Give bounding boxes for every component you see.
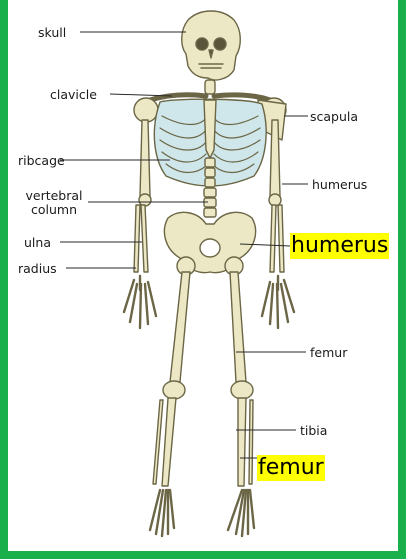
left-radius: [134, 205, 140, 272]
answer-box-humerus: humerus: [290, 233, 389, 259]
label-vertebral-column-line2: column: [22, 203, 86, 216]
right-foot: [228, 490, 254, 536]
label-skull: skull: [38, 26, 66, 39]
right-fibula: [249, 400, 253, 484]
label-ribcage: ribcage: [18, 154, 65, 167]
label-radius: radius: [18, 262, 57, 275]
label-vertebral-column-line1: vertebral: [22, 189, 86, 202]
pelvic-opening: [200, 239, 220, 257]
left-foot: [150, 490, 174, 536]
right-hand: [262, 276, 294, 328]
neck: [205, 80, 215, 94]
skull-shape: [182, 11, 241, 80]
left-hand: [124, 276, 156, 328]
right-ulna: [270, 205, 276, 272]
sternum: [204, 100, 216, 158]
left-ulna: [141, 205, 148, 272]
vertebral-column-shape: [204, 158, 216, 217]
left-femur: [170, 272, 190, 382]
left-knee: [163, 381, 185, 399]
left-shoulder-joint: [134, 98, 158, 122]
right-knee: [231, 381, 253, 399]
right-femur: [230, 272, 246, 382]
left-tibia: [162, 398, 176, 486]
label-clavicle: clavicle: [50, 88, 97, 101]
right-elbow: [269, 194, 281, 206]
right-radius: [278, 205, 284, 272]
label-scapula: scapula: [310, 110, 358, 123]
label-femur: femur: [310, 346, 347, 359]
left-fibula: [153, 400, 163, 484]
answer-box-femur: femur: [257, 455, 325, 481]
label-tibia: tibia: [300, 424, 327, 437]
right-eye-socket: [214, 38, 226, 50]
label-ulna: ulna: [24, 236, 51, 249]
left-humerus: [140, 120, 150, 196]
left-elbow: [139, 194, 151, 206]
label-humerus: humerus: [312, 178, 367, 191]
right-humerus: [270, 120, 280, 196]
left-eye-socket: [196, 38, 208, 50]
right-tibia: [238, 398, 246, 486]
